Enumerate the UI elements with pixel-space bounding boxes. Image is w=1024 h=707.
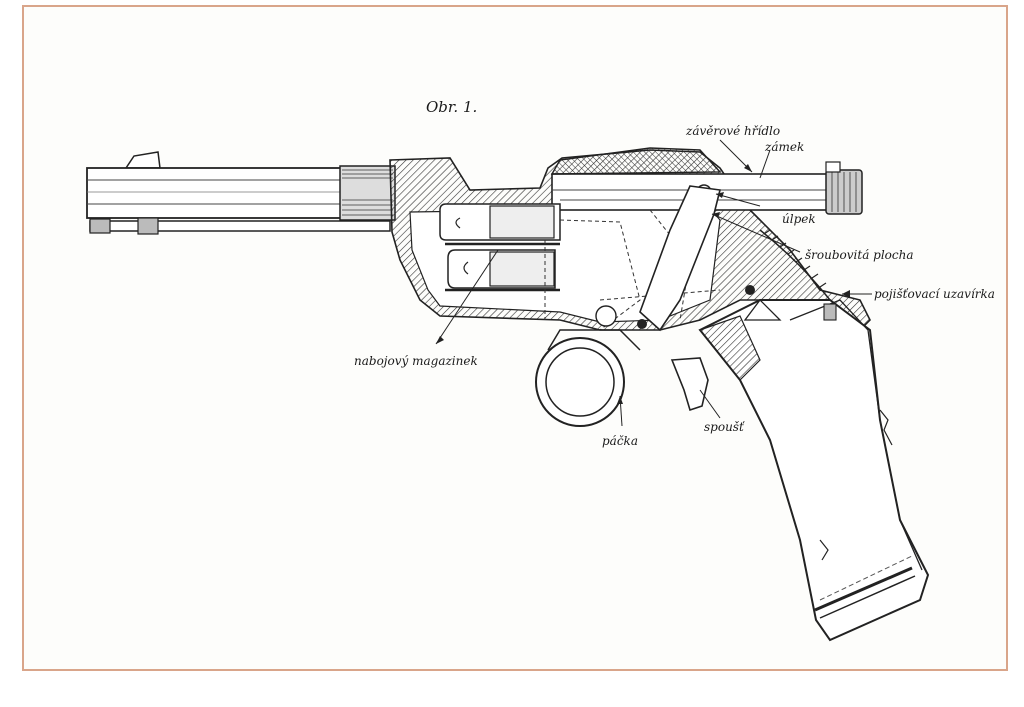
label-safety-catch: pojišťovací uzavírka [874, 287, 995, 301]
grip [698, 285, 930, 642]
label-bolt-rod: závěrové hřídlo [686, 124, 781, 138]
ejector-rod [89, 217, 391, 235]
label-helical-surface: šroubovitá plocha [805, 248, 914, 262]
front-sight [124, 151, 161, 169]
label-firing-pin: úlpek [782, 212, 816, 226]
label-lever: páčka [602, 434, 638, 448]
figure-title: Obr. 1. [426, 98, 478, 116]
cartridge-magazine [439, 203, 561, 292]
label-lock: zámek [765, 140, 805, 154]
trigger-guard [535, 305, 641, 427]
pivot-pin [637, 319, 647, 329]
safety-catch [759, 229, 837, 321]
label-trigger: spoušť [704, 420, 744, 434]
grip-screw [745, 285, 755, 295]
barrel [86, 165, 396, 221]
trigger [670, 357, 709, 412]
label-cartridge-magazine: nabojový magazinek [354, 354, 478, 368]
